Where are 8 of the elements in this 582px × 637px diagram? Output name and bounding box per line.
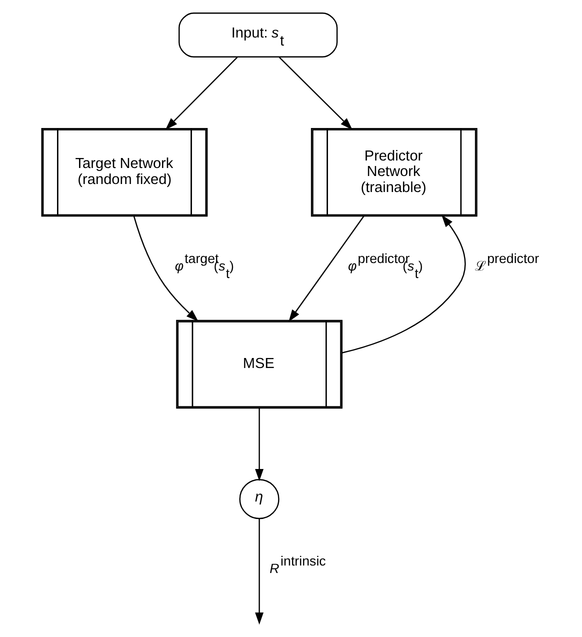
arrow (132, 216, 198, 322)
arrow (164, 56, 238, 130)
arrow (254, 518, 264, 625)
arrow (342, 214, 466, 354)
arrow (278, 56, 352, 130)
arrow (254, 408, 264, 482)
arrow (288, 216, 364, 322)
node-circle: η (238, 479, 279, 520)
